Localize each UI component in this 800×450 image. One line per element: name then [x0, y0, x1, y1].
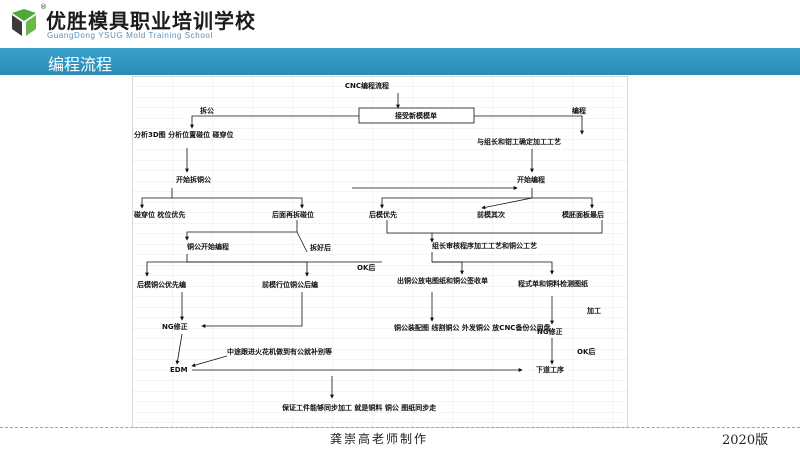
label-biancheng: 编程 — [572, 106, 586, 115]
flowchart-title: CNC编程流程 — [345, 81, 389, 90]
node-base-last: 模胚面板最后 — [562, 210, 604, 219]
school-name: 优胜模具职业培训学校 — [46, 9, 256, 33]
school-name-english: GuangDong YSUG Mold Training School — [47, 31, 213, 40]
node-assembly: 铜公装配图 线割铜公 外发铜公 放CNC备份公用盘 — [394, 323, 550, 332]
registered-mark: ® — [40, 3, 47, 11]
node-front-mold-second: 前模其次 — [477, 210, 505, 219]
node-start-split: 开始拆铜公 — [176, 175, 211, 184]
node-collide-first: 碰穿位 枕位优先 — [133, 210, 185, 219]
node-ng-fix-left: NG修正 — [162, 322, 188, 331]
node-next-step: 下道工序 — [536, 365, 564, 374]
school-logo-icon — [12, 9, 36, 36]
footer-year: 2020版 — [722, 433, 769, 448]
header: ® 优胜模具职业培训学校 GuangDong YSUG Mold Trainin… — [0, 0, 800, 46]
node-receive: 接受新模模单 — [395, 111, 437, 120]
page-title: 编程流程 — [48, 55, 113, 74]
node-meet-fitter: 与组长和钳工确定加工工艺 — [477, 137, 561, 146]
label-ok-after-right: OK后 — [577, 347, 595, 356]
flowchart-canvas: CNC编程流程 接受新模模单 拆公 编程 分析3D图 分析位置碰位 碰穿位 与组… — [132, 76, 628, 428]
node-follow-edm: 中途跟进火花机做到有公就补别等 — [227, 347, 332, 356]
node-receive-box — [358, 107, 475, 124]
node-start-prog: 开始编程 — [517, 175, 545, 184]
label-chaigong: 拆公 — [200, 106, 214, 115]
footer-divider — [0, 427, 800, 428]
node-sync: 保证工件能够同步加工 就是铜料 铜公 图纸同步走 — [281, 403, 437, 412]
node-rear-mold-first: 后模优先 — [369, 210, 397, 219]
node-start-program-copper: 铜公开始编程 — [187, 242, 229, 251]
grid-background — [132, 76, 628, 428]
node-front-line-copper: 前模行位铜公后编 — [262, 280, 318, 289]
node-back-face: 后面再拆碰位 — [272, 210, 314, 219]
label-ok-after: OK后 — [357, 263, 375, 272]
node-edm: EDM — [170, 366, 188, 374]
node-rear-copper-first: 后模铜公优先编 — [137, 280, 186, 289]
footer-author: 龚崇高老师制作 — [330, 432, 429, 446]
title-bar: 编程流程 — [0, 48, 800, 75]
node-ng-fix-right: NG修正 — [537, 327, 563, 336]
node-output-drawing: 出铜公放电图纸和铜公签收单 — [397, 276, 488, 285]
node-review: 组长审核程序加工工艺和铜公工艺 — [432, 241, 537, 250]
flowchart: CNC编程流程 接受新模模单 拆公 编程 分析3D图 分析位置碰位 碰穿位 与组… — [132, 76, 628, 428]
label-jiagong: 加工 — [586, 306, 601, 315]
node-analyze: 分析3D图 分析位置碰位 碰穿位 — [134, 130, 234, 139]
node-program-sheet: 程式单和铜料检测图纸 — [518, 279, 588, 288]
label-split-ok: 拆好后 — [310, 243, 331, 252]
